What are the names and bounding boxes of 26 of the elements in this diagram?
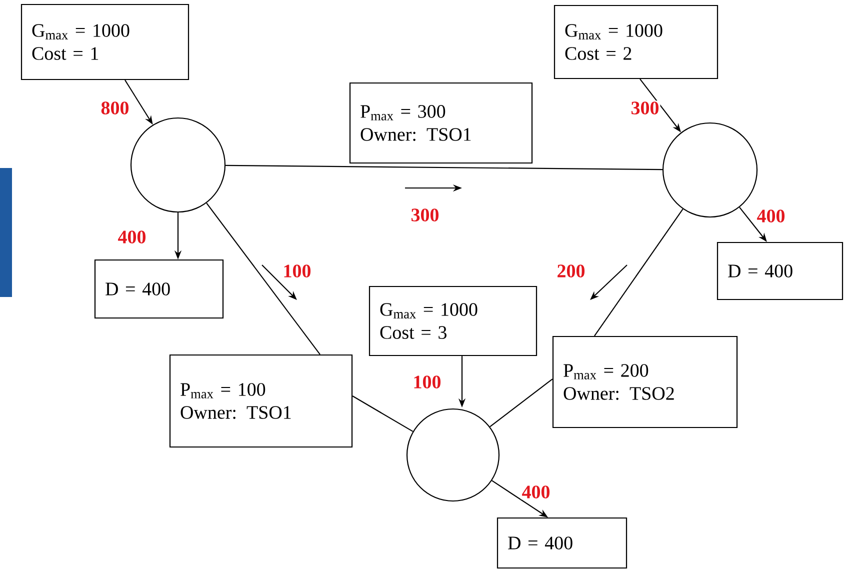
bus-circle	[130, 117, 226, 213]
edge-label: 400	[756, 208, 786, 224]
text-box: D = 400	[94, 259, 224, 319]
text-box: D = 400	[716, 242, 844, 300]
line	[490, 378, 553, 428]
edge-label: 100	[412, 374, 442, 390]
text-box: G$_{max}$ = 1000 Cost = 2	[554, 4, 718, 80]
bus-circle	[406, 408, 500, 502]
text-box: P$_{max}$ = 100 Owner: TSO1	[169, 354, 353, 448]
flow-label: 300	[411, 208, 439, 222]
line	[226, 164, 662, 170]
edge-label: 400	[116, 230, 148, 244]
text-box: D = 400	[496, 517, 628, 569]
text-box: G$_{max}$ = 1000 Cost = 1	[20, 4, 190, 80]
text-box: P$_{max}$ = 200 Owner: TSO2	[552, 336, 738, 428]
text-box: P$_{max}$ = 300 Owner: TSO1	[349, 82, 533, 164]
edge-label: 800	[100, 100, 130, 116]
flow-label: 200	[558, 264, 585, 278]
flow-label: 100	[284, 264, 311, 278]
edge-label: 400	[520, 484, 552, 500]
edge-label: 300	[630, 100, 660, 116]
bus-circle	[662, 122, 758, 218]
line	[206, 202, 320, 355]
line	[594, 208, 684, 336]
text-box: G$_{max}$ = 1000 Cost = 3	[368, 286, 538, 356]
line	[352, 396, 414, 432]
